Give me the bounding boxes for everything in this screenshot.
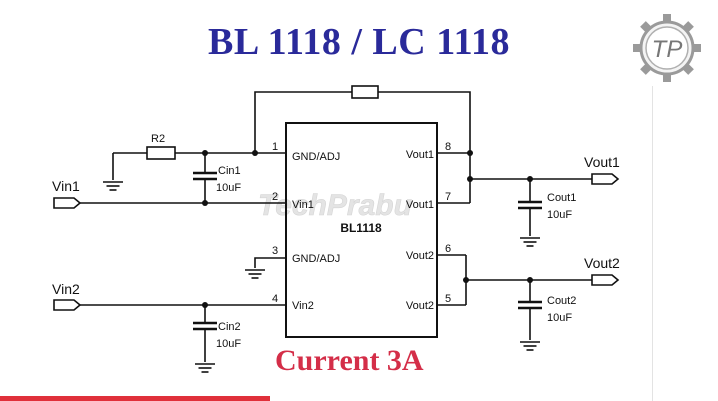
ground-icon [102,181,124,191]
logo-text: TP [652,36,683,63]
current-rating: Current 3A [275,344,424,377]
cin1-label: Cin1 [218,165,241,177]
cout2-capacitor [516,300,544,310]
cin1-value: 10uF [216,182,241,194]
ground-icon [244,269,266,279]
cout1-value: 10uF [547,209,572,221]
pin-label: GND/ADJ [292,253,340,265]
pin-number: 1 [272,141,278,153]
vout2-label: Vout2 [584,255,620,271]
r2-label: R2 [151,133,165,145]
gear-logo-icon: TP [633,14,701,82]
progress-bar [0,396,270,401]
pin-label: Vout2 [406,300,434,312]
ic-name: BL1118 [340,221,382,235]
cout1-label: Cout1 [547,192,576,204]
pin-label: Vout1 [406,149,434,161]
ic-body [285,122,438,338]
cout1-capacitor [516,200,544,210]
vout2-port [591,274,620,286]
ground-icon [519,237,541,247]
ground-icon [519,341,541,351]
cin2-capacitor [191,321,219,331]
pin-number: 6 [445,243,451,255]
pin-label: GND/ADJ [292,151,340,163]
pin-number: 5 [445,293,451,305]
pin-number: 2 [272,191,278,203]
vin2-port [53,299,82,311]
vin1-label: Vin1 [52,178,80,194]
pin-label: Vin1 [292,199,314,211]
pin-number: 7 [445,191,451,203]
pin-number: 4 [272,293,278,305]
logo: TP [628,12,706,84]
page-title: BL 1118 / LC 1118 [207,21,511,63]
cin1-capacitor [191,171,219,181]
wires [80,91,592,362]
pin-number: 3 [272,245,278,257]
vout1-port [591,173,620,185]
pin-label: Vin2 [292,300,314,312]
vout1-label: Vout1 [584,154,620,170]
watermark: TechPrabu [258,189,412,222]
pin-number: 8 [445,141,451,153]
ground-icon [194,363,216,373]
feedback-resistor [351,85,379,99]
cin2-value: 10uF [216,338,241,350]
junctions [202,150,533,308]
port-shapes [53,173,620,311]
cout2-value: 10uF [547,312,572,324]
cin2-label: Cin2 [218,321,241,333]
r2-resistor [146,146,176,160]
pin-label: Vout1 [406,199,434,211]
vin1-port [53,197,82,209]
divider [652,86,653,401]
pin-label: Vout2 [406,250,434,262]
cout2-label: Cout2 [547,295,576,307]
vin2-label: Vin2 [52,281,80,297]
